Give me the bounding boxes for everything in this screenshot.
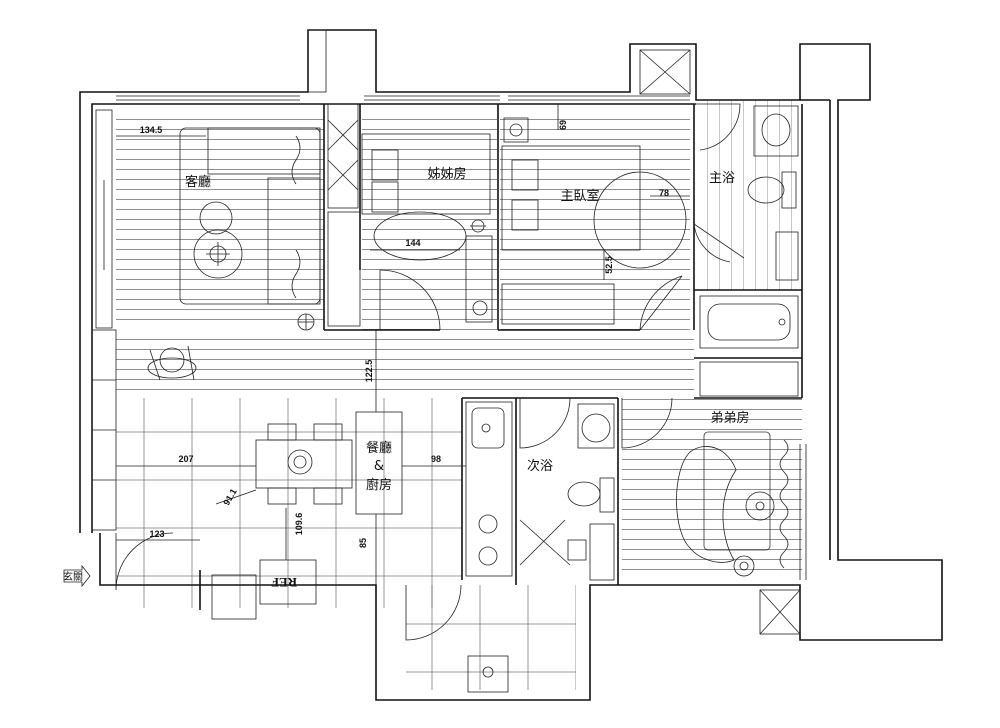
brother-room-furniture: [676, 431, 807, 580]
entrance-label: 玄關: [63, 570, 83, 583]
second-bath-fixtures: [567, 403, 615, 581]
brother-room-label: 弟弟房: [710, 410, 749, 426]
dining-label: 餐廳: [366, 440, 392, 456]
living-furniture: [147, 127, 321, 381]
sister-room-furniture: [361, 133, 493, 323]
ampersand-label: &: [374, 459, 384, 474]
closets: [327, 103, 799, 397]
outer-walls: [79, 29, 943, 701]
dimension-lines: [116, 104, 690, 585]
dim-corridor: 122.5: [364, 360, 374, 383]
master-bath-fixtures: [699, 105, 799, 349]
entrance-arrow-icon: [63, 564, 91, 588]
fridge-label: REF: [271, 575, 297, 590]
living-room-label: 客廳: [185, 174, 211, 190]
kitchen-fixtures: [211, 401, 513, 620]
doors: [115, 103, 745, 641]
dim-fridge-gap: 109.6: [294, 513, 304, 536]
balcony: [467, 655, 509, 693]
second-bath-label: 次浴: [527, 458, 553, 474]
sister-room-label: 姊姊房: [427, 166, 466, 182]
floor-finishes: [116, 100, 802, 690]
dim-dining-left: 207: [178, 454, 193, 464]
master-room-furniture: [501, 117, 687, 269]
dim-master-top: 69: [558, 120, 568, 130]
dining-set: [255, 411, 403, 515]
dim-kitchen-gap: 85: [358, 538, 368, 548]
dim-master-right: 78: [659, 188, 669, 198]
kitchen-label: 廚房: [366, 477, 392, 493]
dim-sister-desk: 144: [405, 238, 420, 248]
dim-entry-width: 123: [149, 529, 164, 539]
dim-living-width: 134.5: [140, 125, 163, 135]
dim-master-bottom: 52.5: [604, 256, 614, 274]
master-bedroom-label: 主臥室: [560, 188, 599, 204]
dim-dining-right: 98: [431, 454, 441, 464]
master-bath-label: 主浴: [709, 171, 735, 186]
